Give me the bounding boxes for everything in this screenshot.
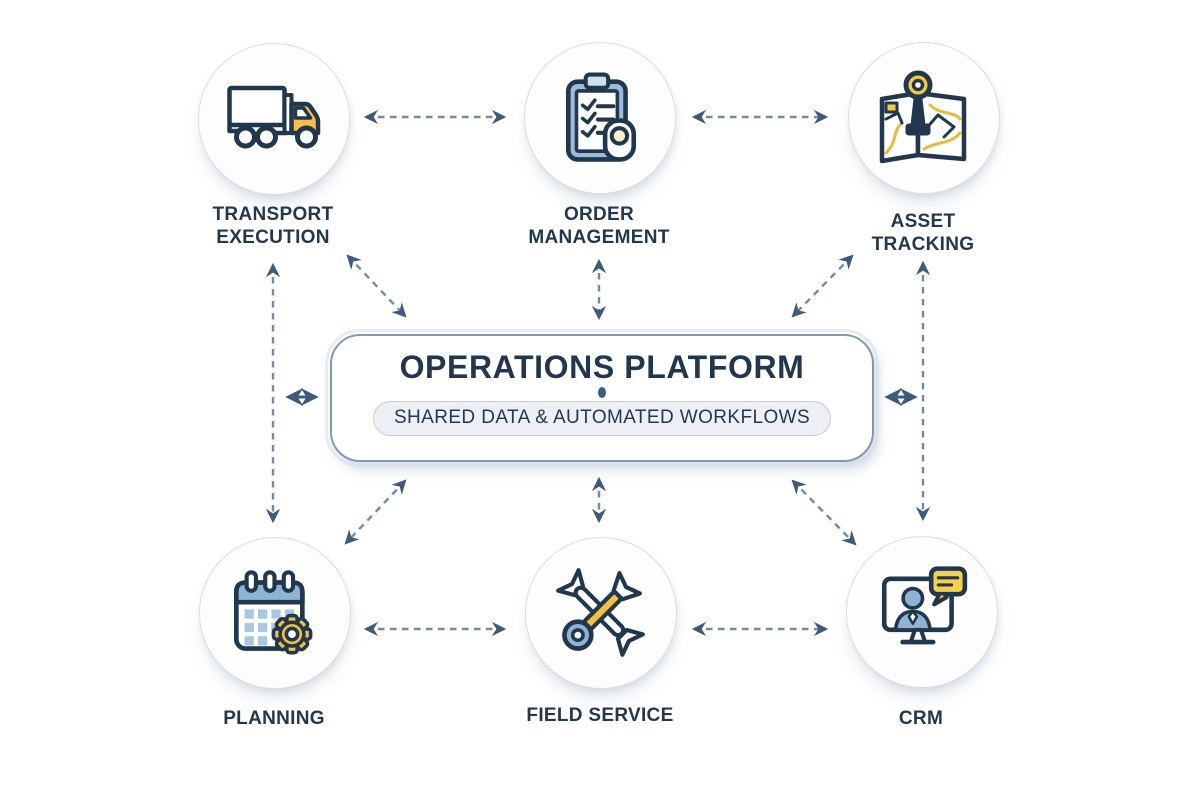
- truck-icon: [227, 85, 321, 149]
- diamond-dot-icon: [598, 387, 606, 398]
- planning-label: PLANNING: [223, 708, 325, 729]
- crm-label: CRM: [898, 708, 944, 729]
- operations-platform-box: OPERATIONS PLATFORM SHARED DATA & AUTOMA…: [325, 329, 879, 467]
- arrow-platform-planning: [344, 479, 407, 545]
- map-location-pin-icon: [879, 70, 967, 164]
- transport-execution-label: TRANSPORT EXECUTION: [212, 204, 334, 248]
- monitor-person-chat-icon: [881, 566, 968, 645]
- asset-tracking-label: ASSET TRACKING: [871, 211, 975, 255]
- node-field-service: [525, 537, 677, 689]
- platform-subtitle-pill: SHARED DATA & AUTOMATED WORKFLOWS: [372, 401, 832, 436]
- node-planning: [199, 537, 351, 689]
- calendar-gear-icon: [233, 570, 313, 655]
- arrow-platform-crm: [791, 479, 857, 546]
- clipboard-checklist-icon: [566, 72, 637, 162]
- node-transport-execution: [198, 43, 350, 195]
- crossed-tools-icon: [556, 568, 645, 657]
- node-order-management: [524, 42, 676, 194]
- field-service-label: FIELD SERVICE: [526, 705, 674, 726]
- arrow-asset-platform: [791, 254, 854, 318]
- order-management-label: ORDER MANAGEMENT: [528, 204, 670, 248]
- node-crm: [846, 536, 998, 688]
- platform-title: OPERATIONS PLATFORM: [399, 349, 805, 385]
- node-asset-tracking: [848, 42, 1000, 194]
- arrow-transport-platform: [346, 254, 407, 318]
